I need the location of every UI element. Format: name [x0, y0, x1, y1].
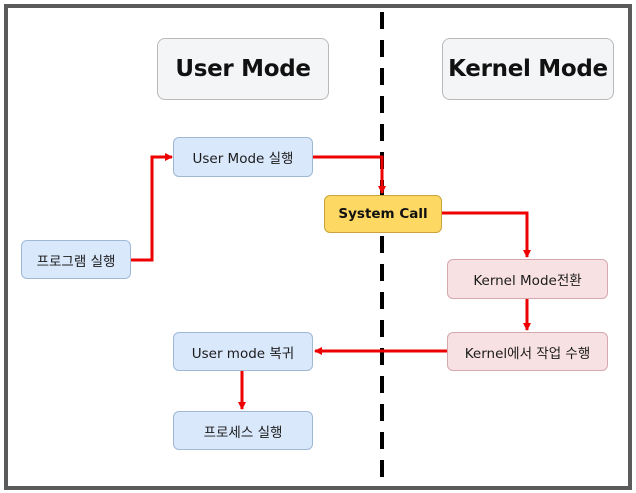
kernel-task-node: Kernel에서 작업 수행	[447, 332, 608, 371]
user-mode-return-node: User mode 복귀	[173, 332, 313, 371]
user-mode-header: User Mode	[157, 38, 329, 100]
arrow-program-to-usermode	[131, 153, 173, 262]
kernel-mode-switch-node: Kernel Mode전환	[447, 259, 608, 299]
user-mode-run-node: User Mode 실행	[173, 137, 313, 177]
arrow-usermode-to-syscall	[313, 155, 386, 194]
system-call-node: System Call	[324, 195, 442, 233]
program-run-node: 프로그램 실행	[21, 240, 131, 279]
kernel-mode-header: Kernel Mode	[442, 38, 614, 100]
process-run-node: 프로세스 실행	[173, 411, 313, 450]
arrow-syscall-to-kernelswitch	[441, 211, 531, 258]
